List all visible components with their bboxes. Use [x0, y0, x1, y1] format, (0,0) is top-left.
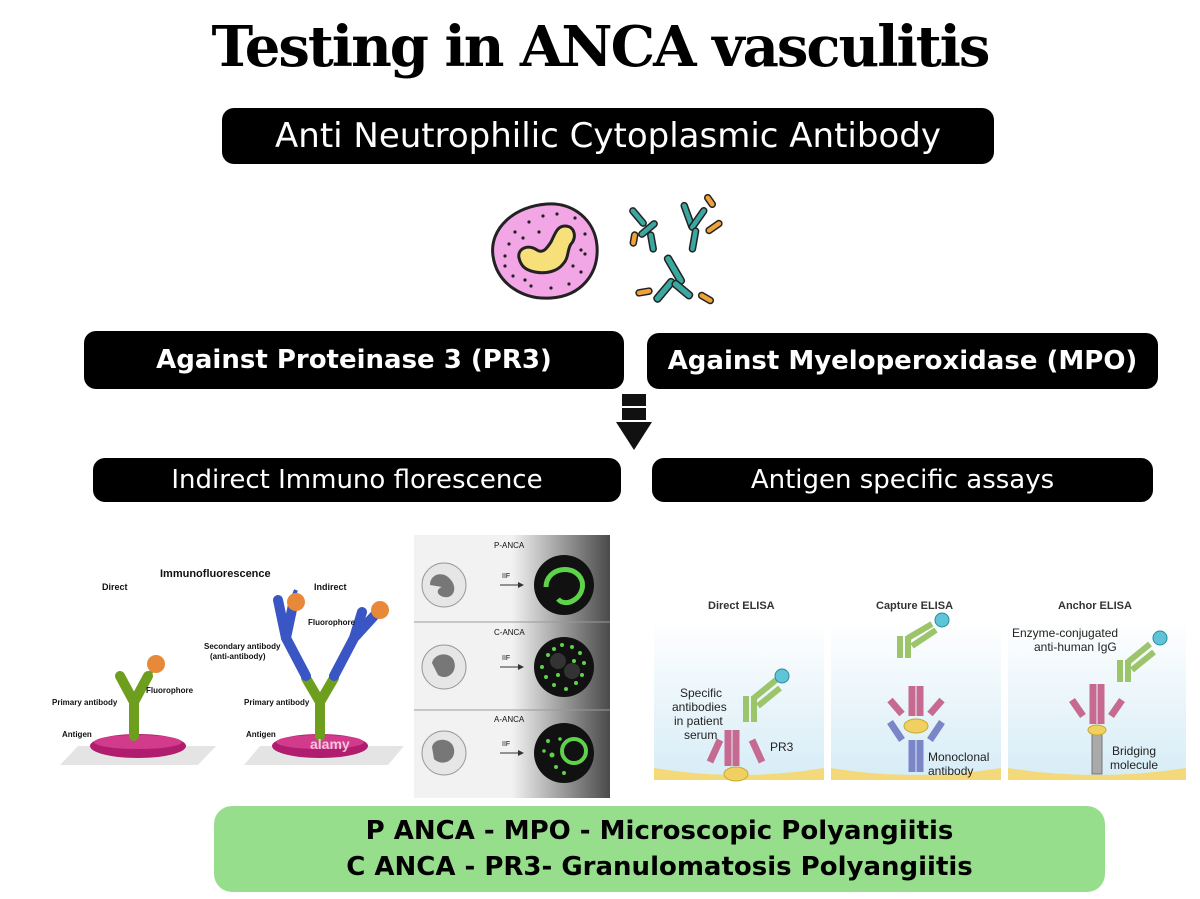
elisa-enzyme-line-2: anti-human IgG — [1034, 640, 1117, 654]
anca-panel-2-method: IIF — [502, 655, 511, 662]
method-iif-text: Indirect Immuno florescence — [171, 465, 543, 495]
elisa-specific-line-4: serum — [684, 728, 718, 742]
elisa-drawing — [654, 612, 1186, 782]
anca-panel-1-method: IIF — [502, 573, 511, 580]
if-heading: Immunofluorescence — [160, 568, 271, 580]
anca-pattern-figure: P-ANCA IIF C-ANCA IIF A-ANCA IIF — [414, 535, 610, 798]
anca-panel-3-method: IIF — [502, 741, 511, 748]
immunofluorescence-figure: Immunofluorescence Direct Indirect Fluor… — [48, 560, 408, 780]
if-primary-label-2: Primary antibody — [244, 698, 310, 707]
anca-pattern-drawing — [414, 555, 610, 783]
elisa-capture-title: Capture ELISA — [876, 600, 954, 612]
summary-box: P ANCA - MPO - Microscopic Polyangiitis … — [214, 806, 1105, 892]
if-fluorophore-label-1: Fluorophore — [146, 686, 194, 695]
summary-line-1: P ANCA - MPO - Microscopic Polyangiitis — [365, 816, 954, 846]
elisa-direct-title: Direct ELISA — [708, 600, 775, 612]
method-assays-pill: Antigen specific assays — [652, 458, 1153, 502]
elisa-bridging-line-2: molecule — [1110, 758, 1159, 772]
antibody-icons — [629, 193, 723, 305]
neutrophil-antibody-illustration — [491, 193, 723, 305]
if-anti-antibody-label: (anti-antibody) — [210, 652, 266, 661]
anca-panel-1-label: P-ANCA — [494, 541, 525, 550]
if-antigen-label-1: Antigen — [62, 730, 92, 739]
if-direct-label: Direct — [102, 582, 128, 592]
elisa-bridging-line-1: Bridging — [1112, 744, 1157, 758]
if-primary-label-1: Primary antibody — [52, 698, 118, 707]
target-pr3-text: Against Proteinase 3 (PR3) — [156, 345, 552, 375]
target-mpo-pill: Against Myeloperoxidase (MPO) — [647, 333, 1158, 389]
elisa-figure: Direct ELISA Capture ELISA Anchor ELISA … — [650, 590, 1190, 790]
if-secondary-label: Secondary antibody — [204, 642, 281, 651]
elisa-specific-line-3: in patient — [674, 714, 723, 728]
anca-panel-3-label: A-ANCA — [494, 715, 525, 724]
immunofluorescence-drawing — [60, 589, 404, 765]
neutrophil-icon — [491, 202, 599, 300]
if-watermark: alamy — [310, 736, 350, 752]
if-indirect-label: Indirect — [314, 582, 347, 592]
subtitle-pill: Anti Neutrophilic Cytoplasmic Antibody — [222, 108, 994, 164]
page-title: Testing in ANCA vasculitis — [211, 14, 991, 80]
target-pr3-pill: Against Proteinase 3 (PR3) — [84, 331, 624, 389]
if-fluorophore-label-2: Fluorophore — [308, 618, 356, 627]
elisa-anchor-title: Anchor ELISA — [1058, 600, 1132, 612]
method-iif-pill: Indirect Immuno florescence — [93, 458, 621, 502]
elisa-specific-line-1: Specific — [680, 686, 723, 700]
elisa-monoclonal-line-2: antibody — [928, 764, 974, 778]
method-assays-text: Antigen specific assays — [750, 465, 1055, 495]
elisa-enzyme-line-1: Enzyme-conjugated — [1012, 626, 1119, 640]
down-arrow-icon — [616, 394, 652, 450]
if-antigen-label-2: Antigen — [246, 730, 276, 739]
elisa-pr3-label: PR3 — [770, 740, 794, 754]
target-mpo-text: Against Myeloperoxidase (MPO) — [667, 346, 1138, 376]
elisa-monoclonal-line-1: Monoclonal — [928, 750, 990, 764]
elisa-specific-line-2: antibodies — [672, 700, 727, 714]
summary-line-2: C ANCA - PR3- Granulomatosis Polyangiiti… — [346, 852, 973, 882]
anca-panel-2-label: C-ANCA — [494, 628, 525, 637]
subtitle-text: Anti Neutrophilic Cytoplasmic Antibody — [275, 116, 941, 156]
